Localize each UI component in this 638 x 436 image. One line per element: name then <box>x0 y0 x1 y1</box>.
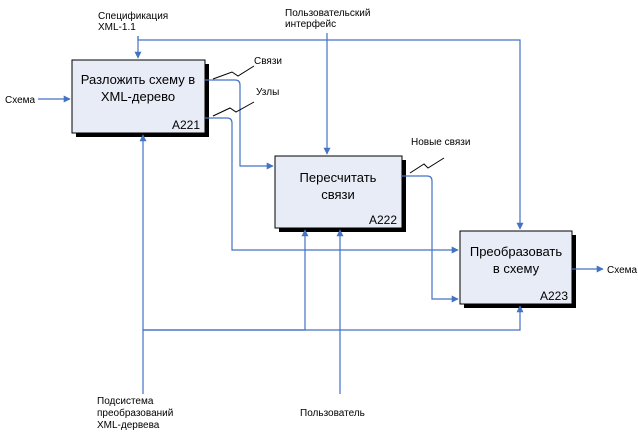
label-spec-line-2: XML-1.1 <box>98 22 136 33</box>
arrow-output-links[interactable] <box>205 79 274 170</box>
label-subsystem-line-2: преобразований <box>97 407 173 419</box>
box-code: A223 <box>540 289 568 303</box>
squiggle-new-links <box>409 157 445 174</box>
label-ui-line-1: Пользовательский <box>285 8 370 19</box>
activity-box-a222[interactable]: Пересчитать связи A222 <box>274 155 406 232</box>
arrow-output-new-links[interactable] <box>402 175 459 303</box>
label-user: Пользователь <box>300 408 365 419</box>
label-new-links: Новые связи <box>411 137 470 148</box>
box-code: A222 <box>369 213 397 227</box>
box-code: A221 <box>172 118 200 132</box>
arrow-mech-subsystem-a222[interactable] <box>143 229 309 331</box>
box-body <box>274 155 403 229</box>
squiggle-links <box>212 65 255 80</box>
arrow-control-spec-a223[interactable] <box>137 36 524 230</box>
arrow-output-nodes[interactable] <box>205 117 459 254</box>
box-title-line-2: в схему <box>493 261 540 276</box>
label-subsystem-line-3: XML-дервева <box>97 420 160 431</box>
label-spec-line-1: Спецификация <box>98 10 168 22</box>
box-title-line-2: связи <box>321 187 355 202</box>
label-nodes: Узлы <box>256 87 279 98</box>
arrow-mech-subsystem-a223[interactable] <box>143 305 524 331</box>
label-subsystem-line-1: Подсистема <box>97 396 154 407</box>
activity-box-a221[interactable]: Разложить схему в XML-дерево A221 <box>71 59 209 137</box>
box-body <box>71 59 206 134</box>
box-body <box>459 230 573 305</box>
label-input-schema: Схема <box>5 95 36 106</box>
label-output-schema: Схема <box>607 265 638 276</box>
label-links: Связи <box>254 56 282 67</box>
box-title-line-1: Разложить схему в <box>81 72 196 87</box>
activity-box-a223[interactable]: Преобразовать в схему A223 <box>459 230 576 308</box>
squiggle-nodes <box>212 101 255 117</box>
box-title-line-2: XML-дерево <box>101 89 175 104</box>
box-title-line-1: Пересчитать <box>300 170 377 185</box>
box-title-line-1: Преобразовать <box>470 244 562 259</box>
label-ui-line-2: интерфейс <box>285 18 336 30</box>
